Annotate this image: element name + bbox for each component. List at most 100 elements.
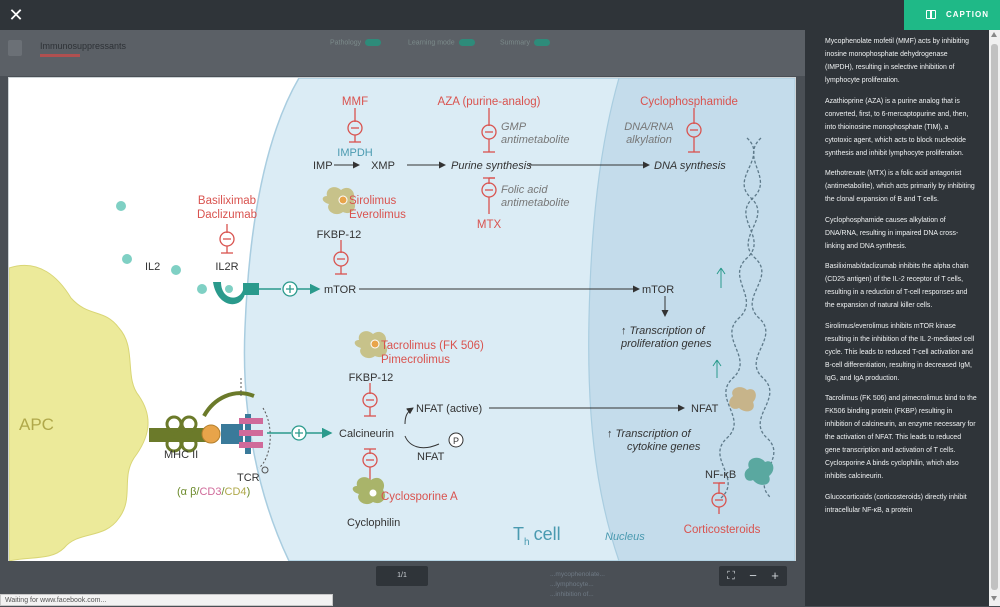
label-nucleus: Nucleus — [605, 531, 645, 543]
apc-cell — [8, 264, 149, 562]
label-cytokine-2: cytokine genes — [627, 441, 701, 453]
inhibitor-sirolimus — [333, 240, 349, 275]
caption-panel: Mycophenolate mofetil (MMF) acts by inhi… — [805, 30, 989, 606]
label-gmp-antimetabolite: antimetabolite — [501, 134, 570, 146]
label-calcineurin: Calcineurin — [339, 428, 394, 440]
label-dnarna: DNA/RNA — [624, 121, 674, 133]
label-apc: APC — [19, 415, 54, 434]
label-alkylation: alkylation — [626, 134, 672, 146]
drug-cyclophosphamide: Cyclophosphamide — [640, 96, 738, 108]
fullscreen-icon[interactable]: ⛶ — [727, 570, 735, 582]
background-title: Immunosuppressants — [40, 41, 127, 51]
inhibitor-mmf — [347, 108, 363, 143]
caption-paragraph: Tacrolimus (FK 506) and pimecrolimus bin… — [825, 395, 977, 480]
dna-helix — [719, 137, 775, 499]
drug-corticosteroids: Corticosteroids — [684, 524, 761, 536]
label-xmp: XMP — [371, 160, 395, 172]
toggle-learning: Learning mode — [408, 39, 475, 46]
il2-molecule — [122, 254, 132, 264]
caption-paragraph: Basiliximab/daclizumab inhibits the alph… — [825, 263, 969, 309]
inhibitor-tacrolimus — [362, 383, 378, 417]
inhibitor-aza — [481, 108, 497, 153]
caption-paragraph: Methotrexate (MTX) is a folic acid antag… — [825, 170, 975, 203]
label-cyclophilin: Cyclophilin — [347, 517, 400, 529]
label-gmp: GMP — [501, 121, 527, 133]
drug-mtx: MTX — [477, 219, 502, 231]
label-folic-antimetabolite: antimetabolite — [501, 197, 570, 209]
caption-paragraph: Cyclophosphamide causes alkylation of DN… — [825, 216, 959, 250]
drug-sirolimus: Sirolimus — [349, 195, 397, 207]
toggle-pathology: Pathology — [330, 39, 382, 46]
scroll-up-icon[interactable] — [991, 32, 997, 37]
inhibitor-basiliximab — [219, 224, 235, 254]
label-imp: IMP — [313, 160, 333, 172]
label-mhc: MHC II — [164, 449, 198, 461]
transcription-factor — [729, 387, 756, 412]
label-nfat-lower: NFAT — [417, 451, 445, 463]
drug-basiliximab: Basiliximab — [198, 195, 256, 207]
background-title-underline — [40, 54, 80, 57]
caption-paragraph: Mycophenolate mofetil (MMF) acts by inhi… — [825, 38, 969, 84]
il2-molecule — [171, 265, 181, 275]
caption-paragraph: Glucocorticoids (corticosteroids) direct… — [825, 493, 967, 514]
label-mtor-right: mTOR — [642, 284, 674, 296]
close-icon[interactable]: ✕ — [8, 5, 24, 25]
immunosuppressant-diagram: MMF AZA (purine-analog) Cyclophosphamide… — [8, 77, 796, 562]
page-indicator: 1/1 — [376, 566, 428, 586]
il2-molecule — [197, 284, 207, 294]
label-cytokine-1: ↑ Transcription of — [607, 428, 691, 440]
il2-molecule — [116, 201, 126, 211]
inhibitor-mtx — [481, 177, 497, 214]
drug-daclizumab: Daclizumab — [197, 209, 257, 221]
drug-cyclosporine: Cyclosporine A — [381, 491, 458, 503]
inhibitor-corticosteroids — [711, 482, 727, 514]
cyclophilin-protein — [352, 477, 386, 505]
zoom-controls: ⛶ − + — [719, 566, 787, 586]
label-impdh: IMPDH — [337, 147, 373, 159]
background-footer-text: ...mycophenolate... ...lymphocyte... ...… — [550, 571, 605, 598]
caption-paragraph: Azathioprine (AZA) is a purine analog th… — [825, 97, 969, 157]
label-fkbp12-top: FKBP-12 — [317, 229, 362, 241]
scroll-down-icon[interactable] — [991, 596, 997, 601]
label-nfat-right: NFAT — [691, 403, 719, 415]
caption-label: CAPTION — [946, 10, 989, 19]
inhibitor-cyclophosphamide — [686, 108, 702, 153]
label-purine-synthesis: Purine synthesis — [451, 160, 532, 172]
drug-mmf: MMF — [342, 96, 368, 108]
nucleus — [588, 77, 796, 562]
top-bar — [0, 0, 1000, 30]
label-il2: IL2 — [145, 261, 160, 273]
caption-scrollbar-thumb[interactable] — [991, 44, 998, 590]
label-nfat-active: NFAT (active) — [416, 403, 482, 415]
toggle-summary: Summary — [500, 39, 550, 46]
nfkb-protein — [744, 457, 774, 485]
label-mtor-left: mTOR — [324, 284, 356, 296]
drug-everolimus: Everolimus — [349, 209, 406, 221]
label-phosphate: P — [453, 436, 459, 446]
status-bar: Waiting for www.facebook.com... — [0, 594, 333, 606]
label-nfkb: NF-κB — [705, 469, 736, 481]
label-il2r: IL2R — [215, 261, 238, 273]
label-proliferation-2: proliferation genes — [620, 338, 712, 350]
label-dna-synthesis: DNA synthesis — [654, 160, 726, 172]
drug-tacrolimus: Tacrolimus (FK 506) — [381, 340, 484, 352]
il2-receptor — [213, 282, 259, 305]
background-header: Immunosuppressants Pathology Learning mo… — [0, 30, 805, 76]
book-icon — [8, 40, 22, 56]
panel-icon — [926, 10, 936, 19]
label-fkbp12-bottom: FKBP-12 — [349, 372, 394, 384]
caption-paragraph: Sirolimus/everolimus inhibits mTOR kinas… — [825, 322, 975, 382]
label-tcr-composition: (α β/CD3/CD4) — [177, 486, 250, 498]
phosphate-icon — [448, 432, 464, 448]
zoom-out-button[interactable]: − — [749, 568, 757, 583]
label-proliferation-1: ↑ Transcription of — [621, 325, 705, 337]
label-tcr: TCR — [237, 472, 260, 484]
zoom-in-button[interactable]: + — [771, 568, 779, 583]
drug-aza: AZA (purine-analog) — [438, 96, 541, 108]
caption-button[interactable]: CAPTION — [904, 0, 1000, 30]
drug-pimecrolimus: Pimecrolimus — [381, 354, 450, 366]
label-folic-acid: Folic acid — [501, 184, 548, 196]
mhc-tcr-complex — [149, 378, 271, 474]
diagram-frame: MMF AZA (purine-analog) Cyclophosphamide… — [8, 77, 796, 562]
